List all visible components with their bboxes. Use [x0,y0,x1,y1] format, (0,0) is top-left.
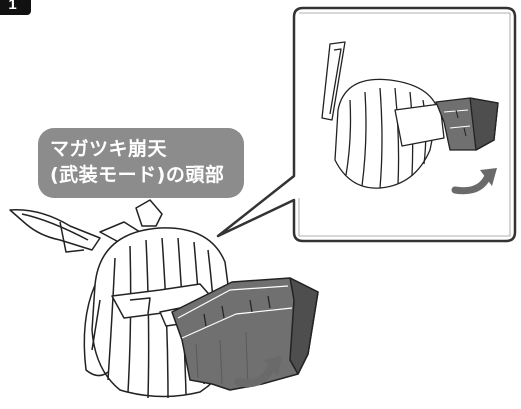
callout-line-1: マガツキ崩天 [50,138,168,160]
part-callout-label: マガツキ崩天 (武装モード)の頭部 [38,128,244,198]
visor-part [171,277,319,391]
callout-line-2: (武装モード)の頭部 [50,164,225,186]
step-number: 1 [8,0,17,13]
step-number-badge: 1 [0,0,31,15]
detail-rotate-arrow [451,168,497,195]
main-rotate-arrow [234,356,282,388]
detail-head-illustration [321,41,499,189]
